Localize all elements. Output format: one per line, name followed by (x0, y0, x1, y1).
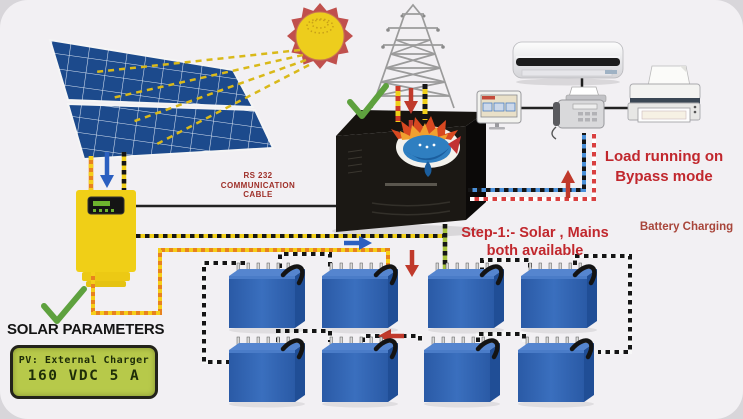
lcd-line1: PV: External Charger (18, 355, 150, 366)
solar-panel-lower (66, 102, 275, 161)
dc-wires (91, 224, 448, 315)
inverter-side (466, 112, 486, 220)
wire-right-arrow (344, 236, 372, 250)
rs232-label: RS 232 COMMUNICATION CABLE (196, 171, 320, 200)
battery (322, 263, 398, 334)
charge-down-arrow (405, 250, 419, 277)
rs232-line1: RS 232 (243, 171, 273, 180)
bypass-up-arrow (561, 170, 575, 198)
checkmark-icon (347, 83, 389, 119)
solar-parameters-lcd: PV: External Charger 160 VDC 5 A (10, 345, 158, 399)
grid-cables (395, 84, 428, 122)
pv-down-arrow (100, 152, 114, 188)
battery (521, 263, 597, 334)
charge-controller (76, 190, 136, 287)
transmission-tower-icon (371, 3, 455, 109)
battery (518, 337, 594, 408)
inverter-logo (391, 116, 461, 177)
battery (229, 337, 305, 408)
solar-panel-array (48, 38, 275, 161)
sun-icon (287, 3, 353, 69)
lcd-line2: 160 VDC 5 A (27, 368, 141, 384)
sun-rays (94, 48, 310, 147)
solar-panel-upper (48, 38, 255, 109)
fax-machine-icon (551, 86, 607, 140)
bypass-cables (468, 133, 596, 201)
monitor-icon (476, 90, 522, 130)
bypass-mode-label: Load running on Bypass mode (604, 148, 724, 185)
rs232-line3: CABLE (243, 190, 273, 199)
battery (428, 263, 504, 334)
battery (322, 337, 398, 408)
solar-parameters-title: SOLAR PARAMETERS (7, 321, 165, 338)
pv-cables (88, 152, 127, 190)
printer-icon (627, 65, 701, 123)
step1-label: Step-1:- Solar , Mains both available (461, 225, 609, 259)
battery-charging-label: Battery Charging (639, 221, 734, 233)
checkmark-icon (41, 286, 87, 324)
air-conditioner-icon (512, 41, 624, 86)
checkmark-icons (41, 83, 389, 324)
rs232-line2: COMMUNICATION (220, 180, 296, 190)
battery (229, 263, 305, 334)
inverter-brand-bar (385, 183, 437, 186)
battery (424, 337, 500, 408)
